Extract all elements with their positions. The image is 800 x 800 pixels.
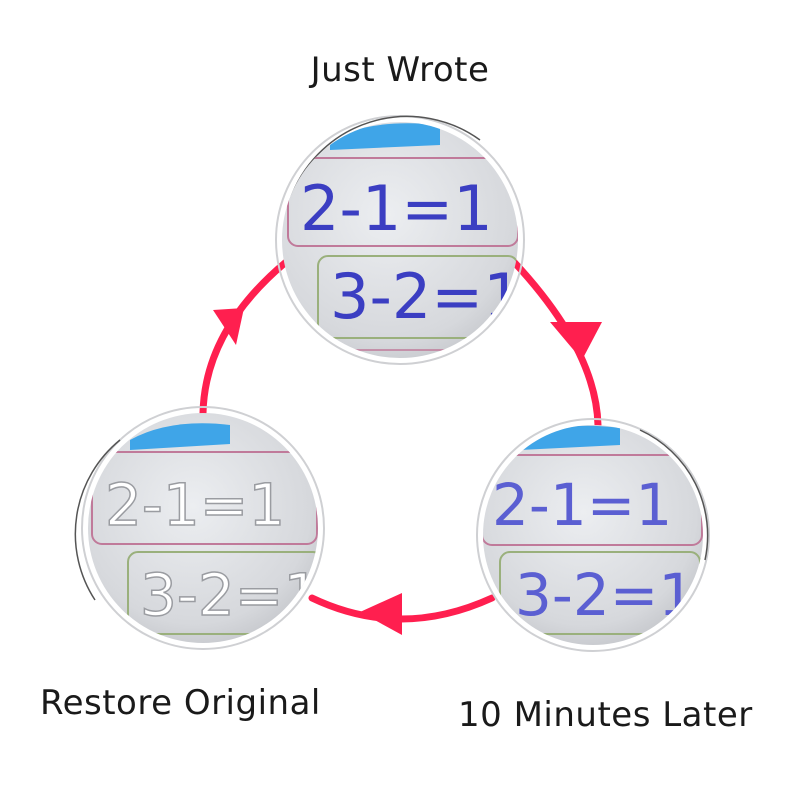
- stage-just-wrote: 2-1=1 3-2=1: [275, 115, 525, 365]
- arrow-down-right-icon: [550, 322, 602, 360]
- stage-label-ten-minutes-later: 10 Minutes Later: [458, 695, 753, 735]
- equation-1: 2-1=1: [300, 172, 493, 245]
- board-tab: [130, 423, 230, 450]
- equation-frame-2: [127, 551, 318, 635]
- stage-restore-original: 2-1=1 3-2=1: [74, 406, 325, 650]
- stage-label-just-wrote: Just Wrote: [310, 50, 490, 90]
- stage-ten-minutes-later: 2-1=1 3-2=1: [476, 418, 710, 652]
- board-tab: [330, 123, 440, 150]
- arc-left-to-top: [199, 258, 290, 417]
- equation-frame-2: [317, 255, 518, 339]
- equation-2: 3-2=1: [515, 561, 695, 629]
- cycle-arrows: [213, 308, 602, 635]
- arrow-left-icon: [360, 593, 402, 635]
- equation-1: 2-1=1: [492, 471, 672, 539]
- stage-label-restore-original: Restore Original: [40, 683, 321, 723]
- equation-2: 3-2=1: [140, 561, 320, 629]
- arrow-up-icon: [213, 308, 244, 345]
- equation-1: 2-1=1: [105, 471, 285, 539]
